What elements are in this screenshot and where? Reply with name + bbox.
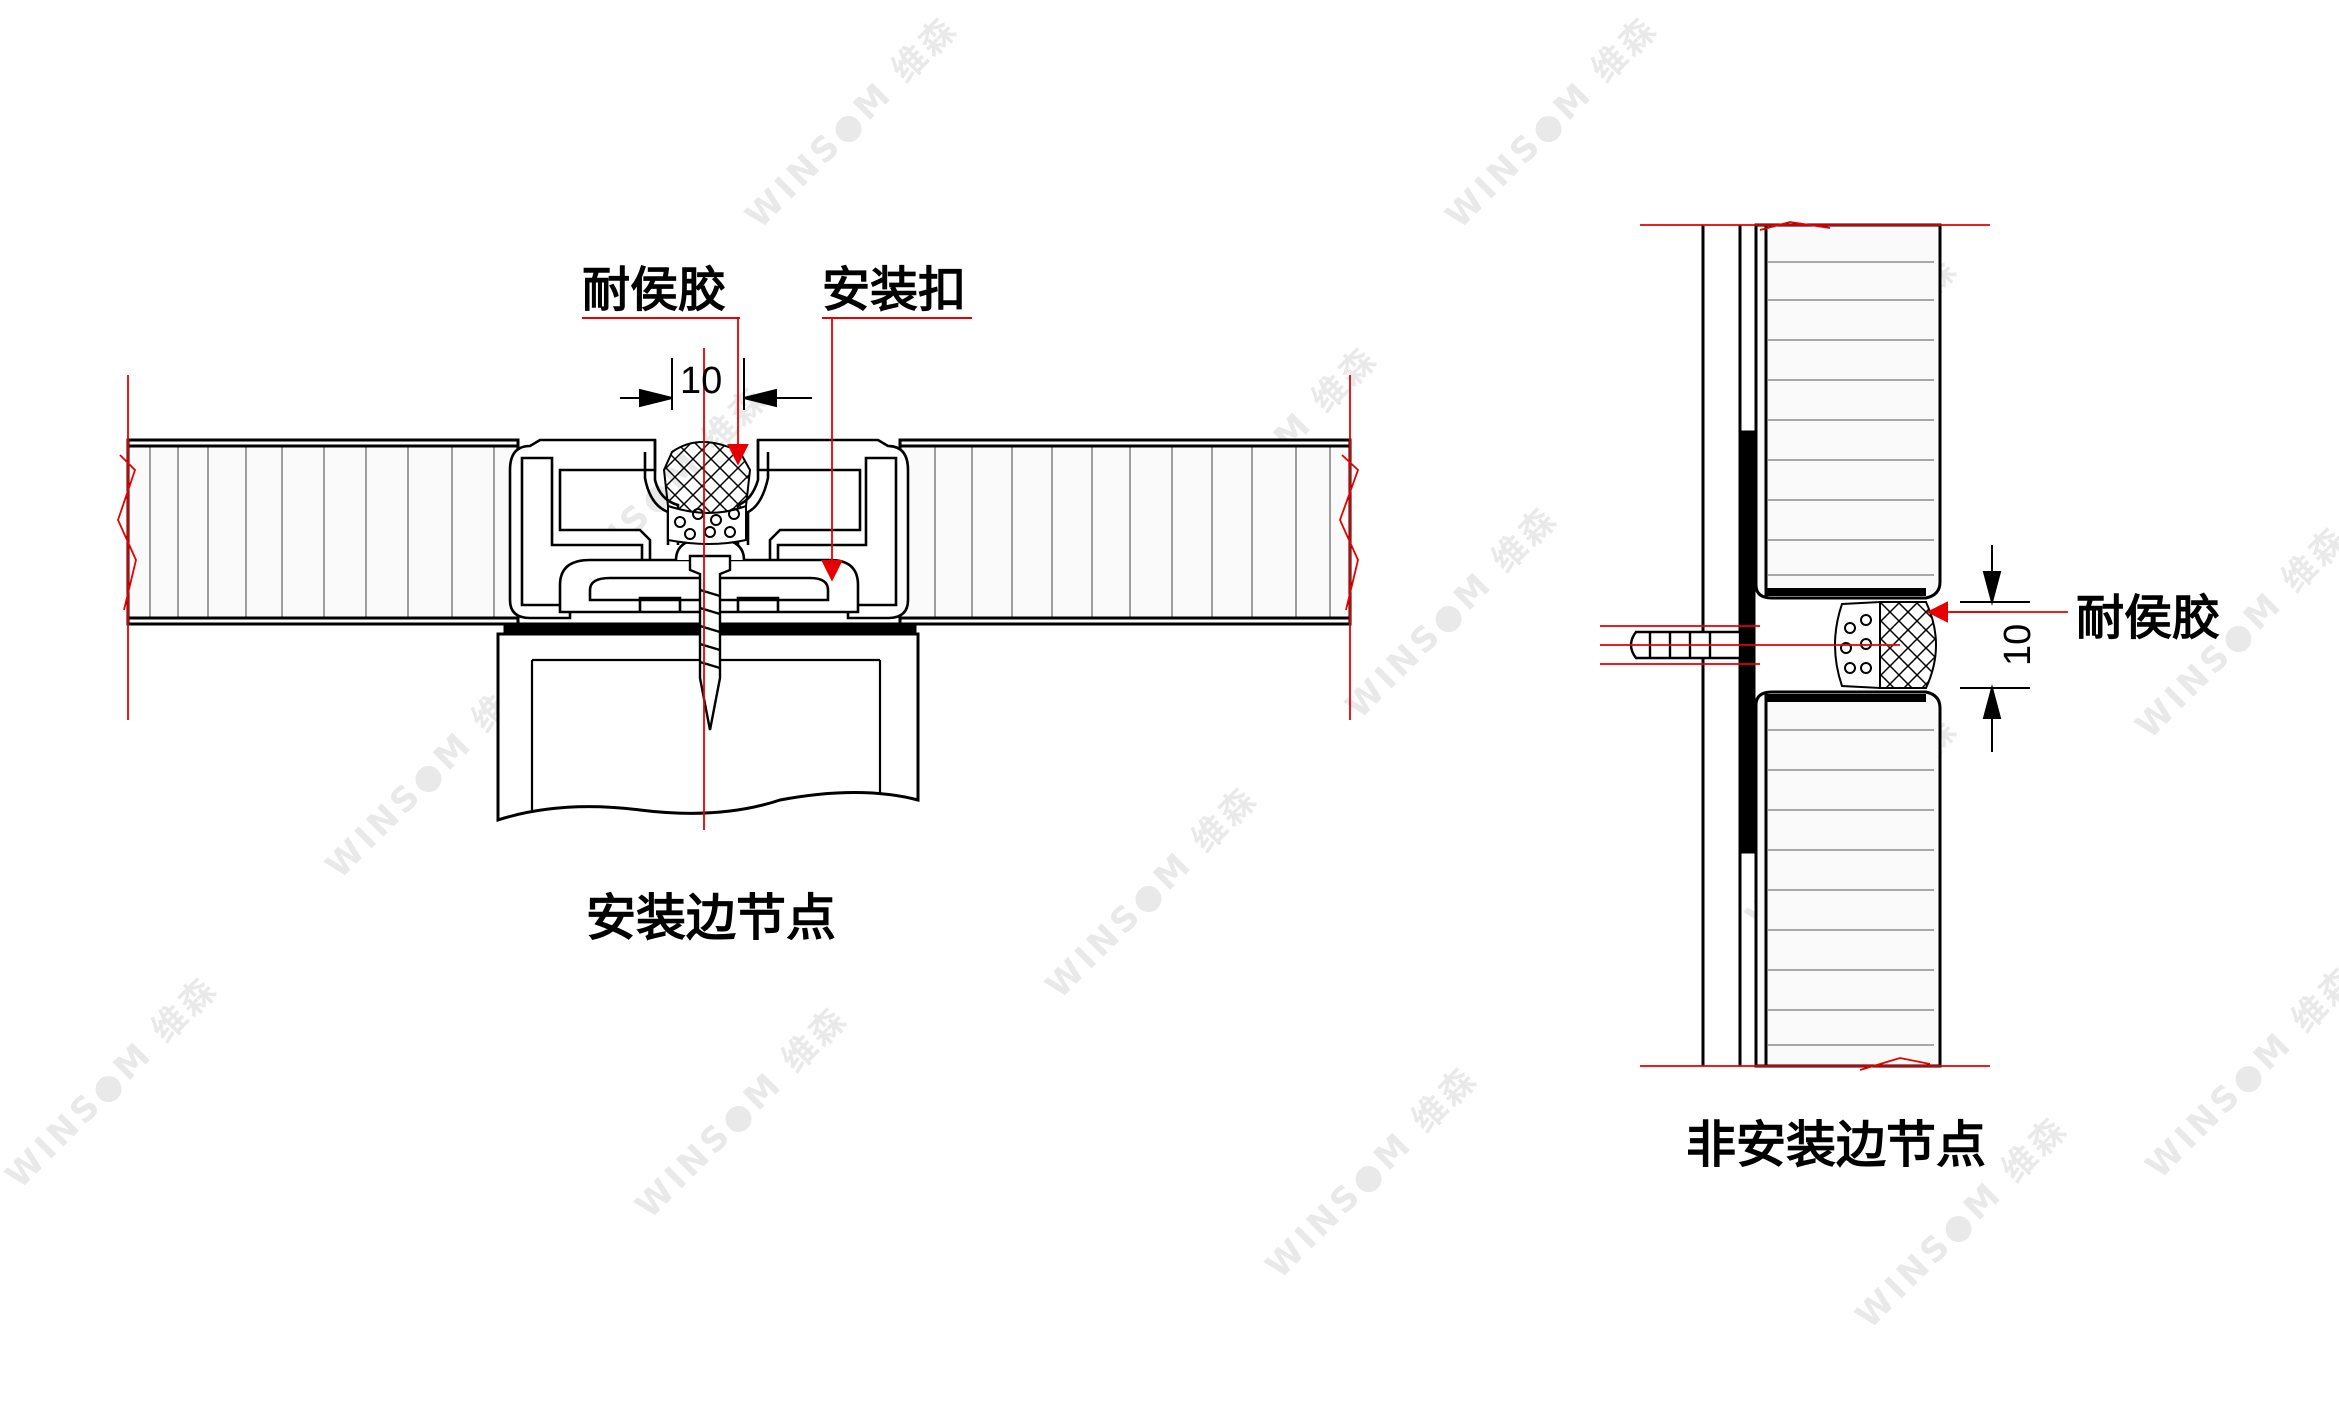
right-dimension — [1960, 545, 2030, 752]
watermark-text: WINS●M 维森 — [2138, 958, 2339, 1186]
watermark-text: WINS●M 维森 — [1438, 8, 1666, 236]
left-caption: 安装边节点 — [586, 889, 836, 947]
watermark-text: WINS●M 维森 — [0, 968, 226, 1196]
watermark-text: WINS●M 维森 — [1338, 498, 1566, 726]
right-caption: 非安装边节点 — [1686, 1116, 1986, 1174]
right-sealant-label: 耐侯胶 — [2076, 590, 2220, 646]
lower-wall-panel — [1754, 690, 1942, 1068]
left-dimension-value: 10 — [680, 360, 722, 402]
watermark-text: WINS●M 维森 — [628, 998, 856, 1226]
watermark-text: WINS●M 维森 — [1038, 778, 1266, 1006]
non-installation-edge-detail: 10 耐侯胶 非安装边节点 — [1600, 221, 2220, 1174]
lower-panel-core-lines — [1768, 729, 1934, 1046]
right-red-construction-lines — [1600, 221, 2068, 1071]
left-panel — [126, 438, 520, 626]
right-dimension-value: 10 — [1997, 624, 2039, 666]
upper-wall-panel — [1754, 223, 1942, 600]
panel-core-lines-right — [934, 446, 1331, 618]
right-panel — [898, 438, 1352, 626]
installation-edge-detail: 10 耐侯胶 安装扣 安装边节点 — [117, 262, 1360, 947]
left-sealant-label: 耐侯胶 — [582, 262, 726, 318]
panel-core-lines-left — [149, 446, 495, 618]
watermark-layer: WINS●M 维森 WINS●M 维森 WINS●M 维森 WINS●M 维森 WINS… — [0, 8, 2339, 1336]
left-red-construction-lines — [117, 318, 1360, 830]
clip-label: 安装扣 — [822, 262, 966, 318]
watermark-text: WINS●M 维森 — [738, 8, 966, 236]
watermark-text: WINS●M 维森 — [1258, 1058, 1486, 1286]
upper-panel-core-lines — [1768, 261, 1934, 576]
left-dimension — [620, 358, 812, 410]
